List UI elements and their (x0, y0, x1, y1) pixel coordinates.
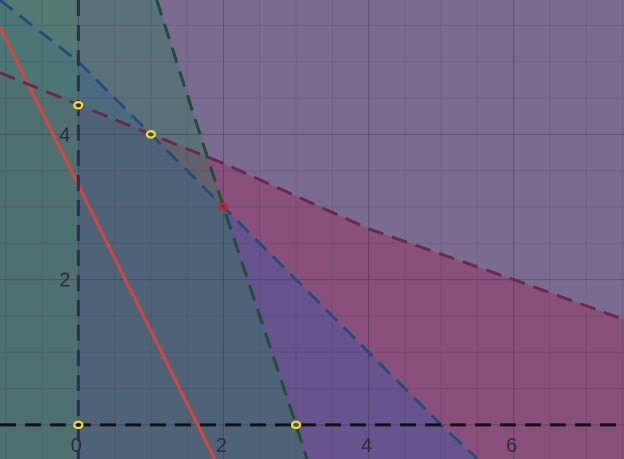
vertex-point-3 (73, 420, 84, 430)
shaded-region-0 (0, 72, 624, 459)
shaded-region-1 (0, 0, 478, 459)
shaded-region-2 (0, 0, 307, 459)
x-tick-label: 4 (361, 435, 372, 457)
y-tick-label: 4 (59, 124, 70, 146)
tick-labels: 0 2 4 6 2 4 (59, 124, 517, 457)
vertex-points (73, 101, 302, 430)
x-tick-label: 6 (506, 435, 517, 457)
vertex-point-4 (290, 420, 302, 430)
constraint-line-2 (0, 0, 479, 459)
x-tick-label: 0 (71, 435, 82, 457)
y-tick-label: 2 (59, 270, 70, 292)
x-tick-label: 2 (216, 435, 227, 457)
constraint-line-1 (0, 71, 624, 321)
constraint-line-0 (0, 26, 217, 459)
constraint-line-3 (155, 0, 309, 459)
shaded-region-3 (0, 0, 79, 459)
vertex-point-0 (73, 101, 84, 110)
vertex-point-2 (218, 202, 229, 212)
vertex-point-1 (145, 130, 157, 139)
